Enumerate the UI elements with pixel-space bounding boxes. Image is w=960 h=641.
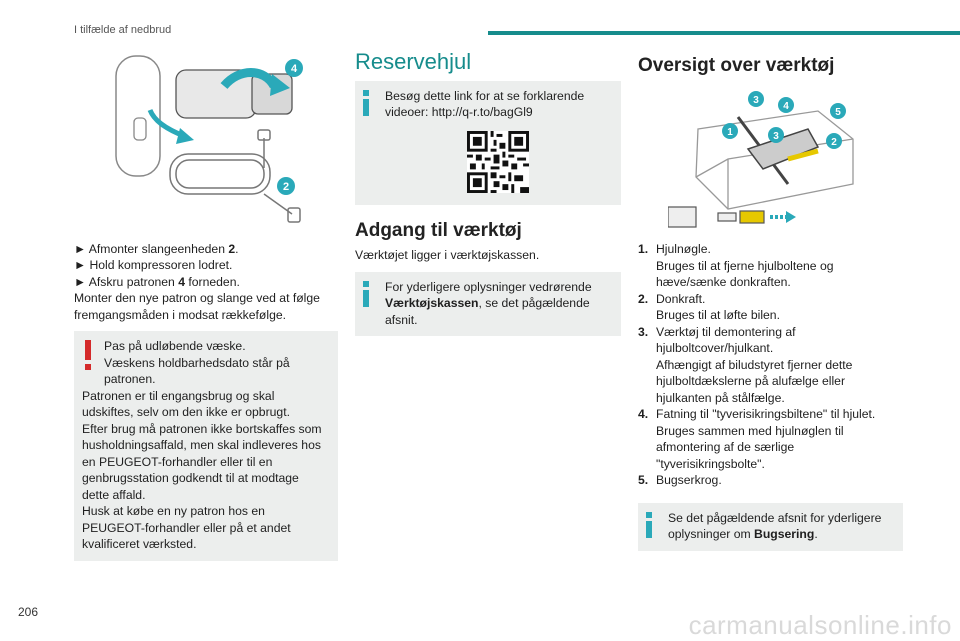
body-paragraph: Værktøjet ligger i værktøjskassen.: [355, 248, 540, 262]
callout-5: 5: [835, 107, 841, 118]
list-item: 4. Fatning til "tyverisikringsbiltene" t…: [638, 407, 876, 471]
info-box-towing: Se det pågældende afsnit for yderligere …: [638, 502, 903, 551]
callout-2: 2: [283, 181, 289, 193]
instruction-paragraph: Monter den nye patron og slange ved at f…: [74, 291, 320, 322]
list-item: 5. Bugserkrog.: [638, 473, 722, 487]
warning-line: Efter brug må patronen ikke bortskaffes …: [82, 421, 322, 502]
compressor-cartridge-illustration: 4 2: [115, 55, 303, 223]
step: ► Afskru patronen 4 forneden.: [74, 274, 240, 289]
info-icon: [646, 511, 652, 538]
info-text: Besøg dette link for at se forklarende v…: [385, 88, 585, 120]
callout-4: 4: [783, 101, 789, 112]
info-box-video: Besøg dette link for at se forklarende v…: [355, 80, 621, 205]
column-compressor: 4 2 ► Afmonter slangeenheden 2. ► Hold k…: [74, 48, 338, 561]
warning-line: Patronen er til engangsbrug og skal udsk…: [82, 388, 290, 420]
info-text: For yderligere oplysninger vedrørende Væ…: [385, 279, 592, 327]
list-item: 2. Donkraft.Bruges til at løfte bilen.: [638, 291, 780, 323]
column-spare-wheel: Reservehjul Besøg dette link for at se f…: [355, 48, 621, 336]
subsection-title: Adgang til værktøj: [355, 219, 522, 241]
callout-1: 1: [727, 127, 733, 138]
info-icon: [363, 280, 369, 307]
callout-2: 2: [831, 137, 837, 148]
header-accent-bar: [488, 31, 960, 35]
warning-line: Væskens holdbarhedsdato står på patronen…: [104, 355, 290, 387]
warning-line: Husk at købe en ny patron hos en PEUGEOT…: [82, 504, 291, 551]
section-title: Reservehjul: [355, 49, 472, 74]
warning-line: Pas på udløbende væske.: [104, 339, 246, 353]
info-box-tools: For yderligere oplysninger vedrørende Væ…: [355, 271, 621, 336]
toolbox-illustration: 3 4 5 1 3 2: [667, 90, 854, 228]
warning-exclamation-icon: [85, 340, 91, 370]
list-item: 3. Værktøj til demontering af hjulboltco…: [638, 324, 853, 405]
warning-box: Pas på udløbende væske. Væskens holdbarh…: [74, 331, 338, 561]
page-number: 206: [18, 605, 39, 619]
tools-list: 1. Hjulnøgle.Bruges til at fjerne hjulbo…: [638, 241, 903, 489]
callout-3: 3: [753, 95, 759, 106]
step: ► Hold kompressoren lodret.: [74, 258, 233, 272]
callout-4: 4: [291, 63, 298, 75]
callout-3: 3: [773, 131, 779, 142]
procedure-steps: ► Afmonter slangeenheden 2. ► Hold kompr…: [74, 241, 338, 291]
info-text: Se det pågældende afsnit for yderligere …: [668, 510, 882, 542]
chapter-title: I tilfælde af nedbrud: [74, 24, 172, 36]
column-tools-overview: Oversigt over værktøj 3 4 5 1 3 2: [638, 48, 903, 551]
info-icon: [363, 89, 369, 116]
section-title: Oversigt over værktøj: [638, 55, 835, 76]
qr-code[interactable]: [467, 130, 529, 193]
watermark: carmanualsonline.info: [688, 610, 952, 640]
list-item: 1. Hjulnøgle.Bruges til at fjerne hjulbo…: [638, 242, 834, 289]
step: ► Afmonter slangeenheden 2.: [74, 241, 239, 256]
